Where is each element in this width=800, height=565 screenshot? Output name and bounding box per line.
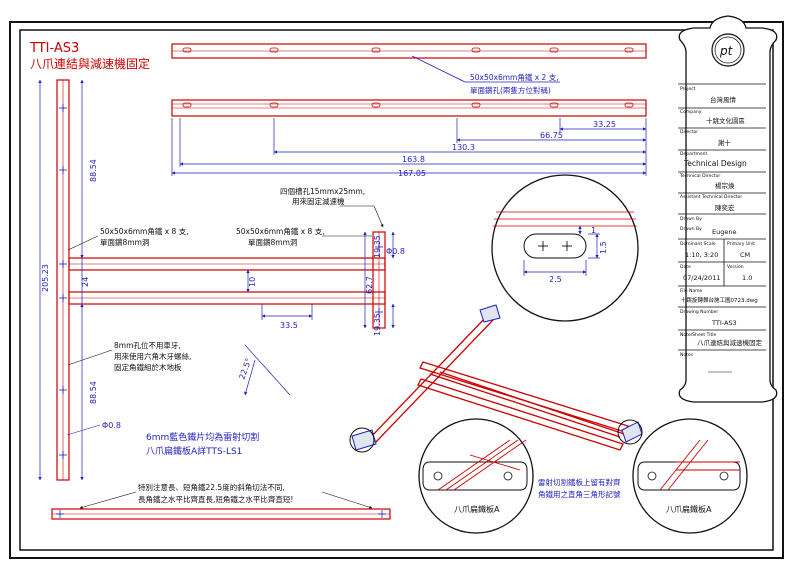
dim-88-54-top: 88.54: [89, 159, 98, 182]
bottom-note-line1: 特別注意長、短角鐵22.5度的斜角切法不同,: [138, 482, 285, 492]
tb-department-label: Department: [680, 151, 707, 157]
top-note-line2: 單面鑽孔(兩隻方位對稱): [470, 85, 551, 95]
tb-assistant-label: Assistant Technical Director: [680, 194, 742, 200]
tb-tech-director: 楊宗煥: [715, 181, 735, 190]
dim-88-54-bottom: 88.54: [89, 381, 98, 404]
slot-detail: [491, 174, 639, 322]
inner-border: [19, 29, 774, 551]
slot-dim-s: 1: [591, 226, 596, 235]
top-bar-elevation: [171, 99, 647, 117]
drawing-subtitle: 八爪連結與減速機固定: [30, 56, 150, 71]
top-note-leader: [411, 55, 466, 83]
top-dimensions: [171, 118, 647, 176]
detail-a: [418, 418, 534, 534]
tb-assistant: 陳奕宏: [715, 203, 735, 212]
top-bar-plan: [171, 43, 647, 59]
detail-a-label: 八爪扁鐵板A: [454, 504, 500, 514]
dim-163-8: 163.8: [402, 155, 425, 164]
tb-company: 十跳文化園區: [706, 116, 746, 125]
dim-130-3: 130.3: [452, 143, 475, 152]
dim-24: 24: [81, 277, 90, 287]
laser-note-line1: 雷射切割鐵板上留有對齊: [538, 477, 621, 487]
left-frame: [56, 79, 386, 481]
logo: pt: [719, 44, 734, 58]
tb-sheet-label: Note/Sheet Title: [680, 332, 716, 338]
outer-border: [9, 21, 784, 559]
tb-drawn-label: Drawn By: [680, 216, 702, 222]
slot-dim-w: 2.5: [549, 275, 562, 284]
dim-19-35-bottom: 19.35: [373, 313, 382, 336]
hole-note-line1: 四個槽孔15mmx25mm,: [280, 186, 365, 196]
frame-note-a-line1: 50x50x6mm角鐵 x 8 支,: [100, 226, 189, 236]
dim-205-23: 205.23: [41, 264, 50, 292]
tb-unit: CM: [740, 251, 750, 259]
dim-10: 10: [248, 277, 257, 287]
tb-version-label: Version: [727, 264, 744, 270]
drawing-code: TTI-AS3: [29, 41, 79, 56]
tb-date-label: Date: [680, 264, 691, 270]
tb-project-label: Project: [680, 86, 696, 92]
detail-b: [632, 418, 748, 534]
iso-assembly: [366, 314, 631, 451]
tb-notes-label: Notes: [680, 352, 694, 358]
title-block-rows: [678, 83, 766, 351]
slot-dim-h: 1.5: [599, 241, 608, 254]
dim-phi-right: Φ0.8: [386, 247, 405, 256]
tb-drawn-label-2: Drawn By: [680, 226, 702, 232]
top-note-line1: 50x50x6mm角鐵 x 2 支,: [470, 72, 559, 82]
frame-note-b-line1: 50x50x6mm角鐵 x 8 支,: [236, 226, 325, 236]
iso-plates: [351, 304, 643, 451]
dim-66-75: 66.75: [540, 131, 563, 140]
tb-date: 07/24/2011: [683, 274, 720, 282]
frame-note-b-line2: 單面鑽8mm洞: [248, 237, 297, 247]
bolt-note-line2: 用來使用六角木牙螺絲,: [114, 351, 191, 361]
tb-unit-label: Primary Unit: [727, 241, 755, 247]
tb-scale-label: Dominant Scale: [680, 241, 716, 247]
tb-sheet: 八爪連結與減速機固定: [697, 338, 763, 347]
tb-drawing: TTI-AS3: [711, 319, 737, 327]
bottom-note-line2: 長角鐵之水平比齊直長,短角鐵之水平比齊直短!: [138, 494, 293, 504]
dim-62-7: 62.7: [365, 276, 374, 294]
bolt-note-line1: 8mm孔位不用車牙,: [114, 340, 181, 350]
angle-dimension: [244, 344, 291, 396]
dim-167-05: 167.05: [398, 169, 426, 178]
dim-19-35-top: 19.35: [373, 235, 382, 258]
detail-callouts: [349, 419, 643, 453]
title-block-frame: [678, 15, 778, 403]
tb-director: 謝十: [718, 138, 732, 147]
bolt-note-line3: 固定角鐵組於木地板: [114, 362, 182, 372]
tb-company-label: Company: [680, 109, 702, 115]
tb-drawing-label: Drawing Number: [680, 309, 718, 315]
plate-note-line2: 八爪扁鐵板A詳TTS-LS1: [146, 445, 242, 457]
tb-file: 十跳旋轉舞台施工圖0723.dwg: [681, 296, 758, 304]
plate-note-line1: 6mm藍色鐵片均為雷射切割: [146, 431, 259, 443]
tb-drawn: Eugene: [712, 228, 736, 236]
tb-department: Technical Design: [683, 159, 747, 168]
laser-note-line2: 角鐵用之直角三角形記號: [538, 489, 621, 499]
dim-phi-left: Φ0.8: [102, 421, 121, 430]
detail-b-label: 八爪扁鐵板A: [666, 504, 712, 514]
tb-scale: 1:10, 3:20: [685, 251, 718, 259]
frame-holes: [59, 104, 383, 459]
frame-note-a-line2: 單面鑽8mm洞: [100, 237, 149, 247]
bottom-bar: [51, 508, 391, 520]
hole-note-line2: 用來固定減速機: [292, 196, 345, 206]
dim-33-25: 33.25: [593, 120, 616, 129]
tb-version: 1.0: [742, 274, 752, 282]
tb-file-label: File Name: [680, 288, 702, 294]
tb-project: 台灣風情: [710, 95, 737, 104]
tb-director-label: Director: [680, 129, 698, 135]
frame-dimensions: [38, 79, 395, 481]
dim-angle: 22.5°: [237, 357, 253, 381]
tb-tech-director-label: Technical Director: [679, 173, 720, 179]
dim-33-5: 33.5: [280, 321, 298, 330]
